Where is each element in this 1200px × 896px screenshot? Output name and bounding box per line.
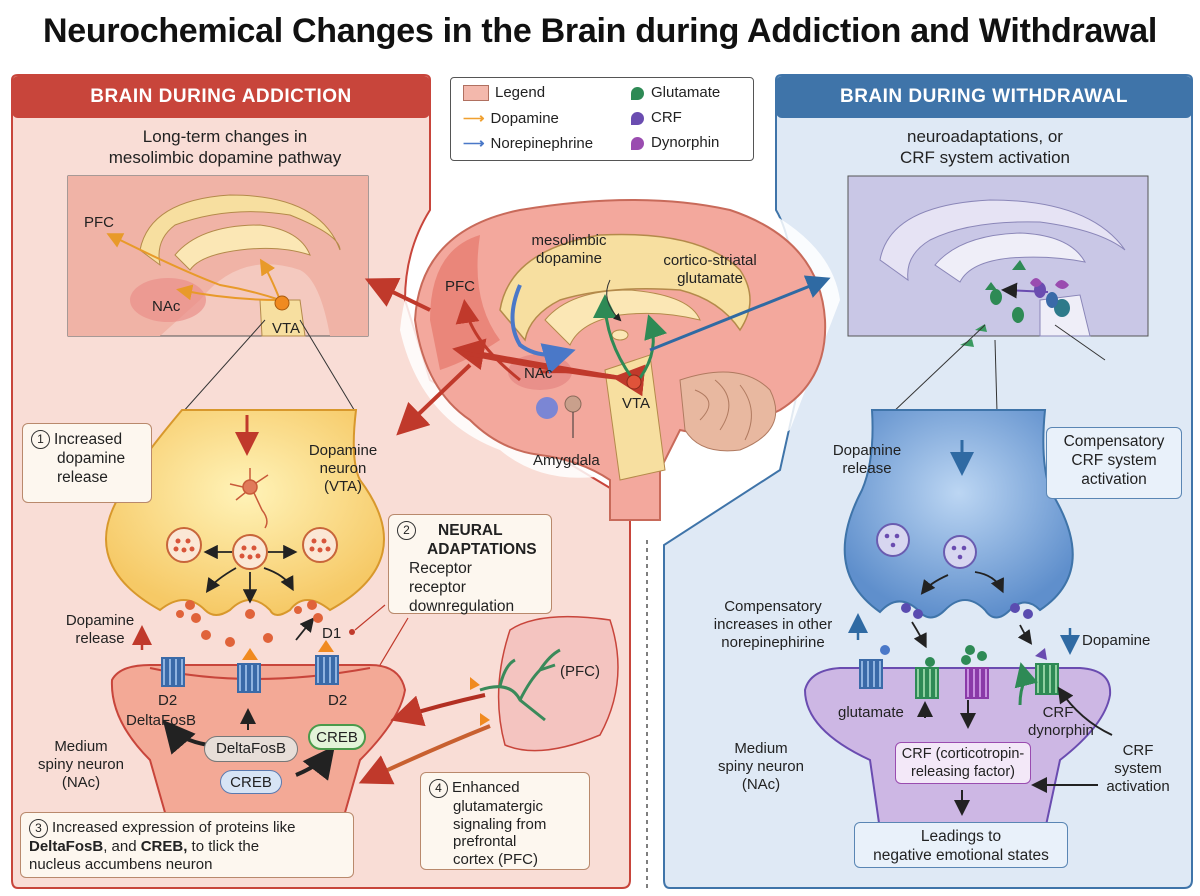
legend-item-dopamine: ⟶Dopamine <box>463 110 559 127</box>
receptor-icons <box>161 655 339 693</box>
withdrawal-header-bar <box>776 76 1192 118</box>
center-pfc-label: PFC <box>445 278 475 295</box>
glutamate-label: glutamate <box>838 704 904 721</box>
step2-number: 2 <box>397 521 416 540</box>
mesolimbic-label: mesolimbic dopamine <box>531 232 607 267</box>
violet-drop-icon <box>631 136 644 150</box>
inset-pfc-label: PFC <box>84 214 114 231</box>
inset-nac-label: NAc <box>152 298 181 315</box>
creb-pill-bottom: CREB <box>220 770 282 794</box>
page-title: Neurochemical Changes in the Brain durin… <box>43 12 1157 50</box>
dopamine-neuron-label: Dopamine neuron (VTA) <box>308 442 378 495</box>
deltafosb-pill: DeltaFosB <box>204 736 298 762</box>
withdrawal-dopamine-release-label: Dopamine release <box>832 442 902 477</box>
legend-heading: Legend <box>495 84 546 101</box>
addiction-inset-brain <box>67 175 369 337</box>
addiction-header-bar <box>12 76 430 118</box>
center-vta-label: VTA <box>622 395 651 412</box>
step1-number: 1 <box>31 430 50 449</box>
withdrawal-inset-brain <box>847 175 1149 347</box>
amygdala-label: Amygdala <box>533 452 600 469</box>
step4-number: 4 <box>429 779 448 798</box>
d2-right-label: D2 <box>328 692 348 709</box>
d2-left-label: D2 <box>158 692 178 709</box>
withdrawal-subtitle: neuroadaptations, or CRF system activati… <box>899 127 1071 167</box>
dopamine-release-label: Dopamine release <box>65 612 135 647</box>
center-nac-label: NAc <box>524 365 553 382</box>
inset-vta-label: VTA <box>272 320 301 337</box>
legend-item-norepinephrine: ⟶Norepinephrine <box>463 135 594 152</box>
crf-factor-box: CRF (corticotropin- releasing factor) <box>895 742 1031 784</box>
deltafosb-label: DeltaFosB <box>126 712 197 729</box>
msn-label: Medium spiny neuron (NAc) <box>38 738 124 791</box>
creb-pill-right: CREB <box>308 724 366 750</box>
legend-item-dynorphin: Dynorphin <box>631 134 719 151</box>
legend-item-crf: CRF <box>631 109 682 126</box>
withdrawal-header: BRAIN DURING WITHDRAWAL <box>839 86 1129 107</box>
compensatory-ne-label: Compensatory increases in other norepine… <box>713 598 833 651</box>
pfc-neuron <box>497 615 619 752</box>
cortico-striatal-label: cortico-striatal glutamate <box>663 252 757 287</box>
compensatory-crf-box: Compensatory CRF system activation <box>1046 427 1182 499</box>
legend: Legend ⟶Dopamine ⟶Norepinephrine Glutama… <box>450 77 754 161</box>
orange-arrow-icon: ⟶ <box>463 110 485 127</box>
addiction-subtitle: Long-term changes in mesolimbic dopamine… <box>108 127 342 167</box>
legend-item-glutamate: Glutamate <box>631 84 720 101</box>
vesicle-cluster <box>166 527 338 570</box>
d1-label: D1 <box>322 625 342 642</box>
purple-drop-icon <box>631 111 644 125</box>
neuron-cell-body-icon <box>229 468 269 529</box>
withdrawal-presynaptic-terminal <box>843 409 1074 619</box>
withdrawal-msn-label: Medium spiny neuron (NAc) <box>718 740 804 793</box>
negative-states-box: Leadings to negative emotional states <box>854 822 1068 868</box>
step3-number: 3 <box>29 819 48 838</box>
crf-system-activation-label: CRF system activation <box>1106 742 1170 795</box>
dopamine-decrease-label: Dopamine <box>1082 632 1151 649</box>
legend-swatch-icon <box>463 85 489 102</box>
pfc-neuron-label: (PFC) <box>560 663 600 680</box>
green-drop-icon <box>631 86 644 100</box>
addiction-header: BRAIN DURING ADDICTION <box>90 86 352 107</box>
crf-dynorphin-label: CRF dynorphin <box>1028 704 1094 739</box>
legend-heading-row: Legend <box>463 84 546 102</box>
blue-arrow-icon: ⟶ <box>463 135 485 152</box>
